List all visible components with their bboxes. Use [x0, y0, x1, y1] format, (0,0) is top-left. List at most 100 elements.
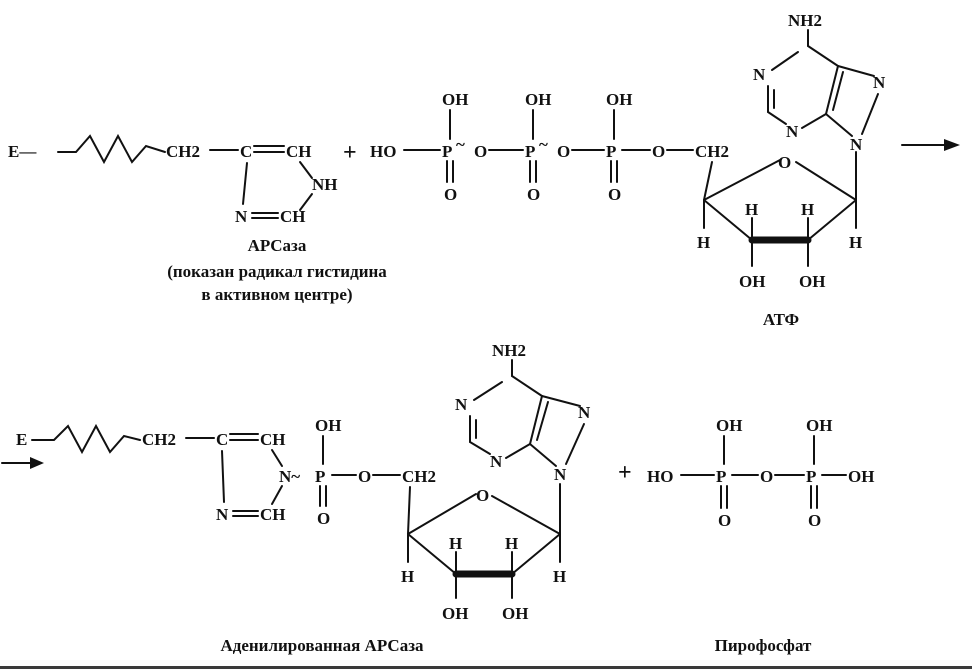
- atp-oh-c3-label: OH: [739, 272, 765, 291]
- adenylated-name: Аденилированная АРСаза: [220, 636, 424, 655]
- atp-h-c4-label: H: [697, 233, 710, 252]
- pyro-p1-label: P: [716, 467, 726, 486]
- atp-h-c3-label: H: [745, 200, 758, 219]
- adenylated-bond: [469, 441, 491, 455]
- pyrophosphate: HO P OH O O P OH O OH Пирофосфат: [647, 416, 874, 655]
- atp-o-bridge1-label: O: [474, 142, 487, 161]
- adenylated-ch-lower-label: CH: [260, 505, 286, 524]
- atp-bond: [832, 71, 844, 111]
- adenylated-o-p-label: O: [317, 509, 330, 528]
- adenylated-e-label: E: [16, 430, 27, 449]
- enzyme-ring-left: [242, 162, 248, 205]
- adenylated-bond: [407, 533, 457, 575]
- enzyme-histidine: E— CH2 C CH NH N CH APCаза (показан ради…: [8, 133, 387, 304]
- atp-o1-label: O: [444, 185, 457, 204]
- pyro-ho-label: HO: [647, 467, 673, 486]
- adenylated-oh-c3-label: OH: [442, 604, 468, 623]
- adenylated-p-label: P: [315, 467, 325, 486]
- atp-name: АТФ: [763, 310, 799, 329]
- atp-ch2-label: CH2: [695, 142, 729, 161]
- atp-bond: [703, 159, 781, 201]
- adenylated-oh-p-label: OH: [315, 416, 341, 435]
- adenylated-n-label: N: [216, 505, 229, 524]
- enzyme-c-label: C: [240, 142, 252, 161]
- atp-n7-label: N: [873, 73, 886, 92]
- atp-h-c2-label: H: [801, 200, 814, 219]
- adenylated-bond: [529, 395, 543, 445]
- adenylated-nh2-label: NH2: [492, 341, 526, 360]
- atp-bond: [825, 65, 839, 115]
- atp-p2-label: P: [525, 142, 535, 161]
- atp-oh-c2-label: OH: [799, 272, 825, 291]
- atp-p3-label: P: [606, 142, 616, 161]
- adenylated-n9-label: N: [554, 465, 567, 484]
- atp-bond: [771, 51, 799, 71]
- arrow-head: [30, 457, 44, 469]
- atp-tilde1-label: ~: [456, 135, 465, 154]
- atp-tilde2-label: ~: [539, 135, 548, 154]
- atp-o-ester-label: O: [652, 142, 665, 161]
- adenylated-h-c4-label: H: [401, 567, 414, 586]
- enzyme-ring-right-bottom: [299, 193, 313, 211]
- atp-p1-label: P: [442, 142, 452, 161]
- enzyme-chain-zigzag: [57, 133, 166, 165]
- enzyme-n-label: N: [235, 207, 248, 226]
- atp-ho-label: HO: [370, 142, 396, 161]
- atp-ring-o-label: O: [778, 153, 791, 172]
- reaction-arrow-out: [901, 139, 960, 151]
- atp-bond: [807, 199, 857, 241]
- adenylated-bond: [407, 493, 477, 535]
- atp-bond: [795, 161, 857, 201]
- atp-o3-label: O: [608, 185, 621, 204]
- pyro-oh1-label: OH: [716, 416, 742, 435]
- enzyme-ch2-label: CH2: [166, 142, 200, 161]
- enzyme-ch-label: CH: [286, 142, 312, 161]
- adenylated-bond: [511, 375, 543, 397]
- adenylated-ch2-label: CH2: [142, 430, 176, 449]
- enzyme-name: APCаза: [248, 236, 307, 255]
- adenylated-bond: [511, 533, 561, 575]
- adenylated-bond: [221, 450, 225, 503]
- enzyme-ch-lower-label: CH: [280, 207, 306, 226]
- adenylated-c-label: C: [216, 430, 228, 449]
- adenylated-bond: [536, 401, 549, 441]
- atp-o2-label: O: [527, 185, 540, 204]
- enzyme-note-line-2: в активном центре): [201, 285, 352, 304]
- adenylated-bond: [407, 486, 411, 535]
- enzyme-nh-label: NH: [312, 175, 338, 194]
- adenylated-o-ester-label: O: [358, 467, 371, 486]
- atp-molecule: HO P OH O ~ O P OH O ~ O P OH O O CH2 O: [370, 11, 886, 329]
- adenylated-bond: [271, 449, 283, 467]
- adenylated-bond: [505, 443, 531, 459]
- adenylated-h-c2-label: H: [505, 534, 518, 553]
- pyro-p2-label: P: [806, 467, 816, 486]
- adenylated-bond: [271, 485, 283, 505]
- enzyme-e-label: E—: [8, 142, 37, 161]
- adenylated-bond: [529, 443, 557, 467]
- atp-n9-label: N: [850, 135, 863, 154]
- adenylated-bond: [565, 423, 585, 465]
- arrow-head: [944, 139, 960, 151]
- adenylated-bond: [473, 381, 503, 401]
- pyrophosphate-name: Пирофосфат: [715, 636, 812, 655]
- plus-sign-bottom: +: [618, 460, 632, 486]
- pyro-oh-end-label: OH: [848, 467, 874, 486]
- atp-bond: [807, 45, 839, 67]
- adenylated-bond: [491, 495, 561, 535]
- atp-bond: [825, 113, 853, 137]
- reaction-arrow-in: [1, 457, 44, 469]
- adenylated-h-c3-label: H: [449, 534, 462, 553]
- adenylated-h-c1-label: H: [553, 567, 566, 586]
- pyro-o-bridge-label: O: [760, 467, 773, 486]
- plus-sign-top: +: [343, 140, 357, 166]
- adenylated-ch2-b-label: CH2: [402, 467, 436, 486]
- adenylated-enzyme: E CH2 C CH N~ N CH P OH O O CH2 O: [16, 341, 591, 655]
- atp-oh1-label: OH: [442, 90, 468, 109]
- atp-oh3-label: OH: [606, 90, 632, 109]
- atp-bond: [703, 161, 713, 201]
- enzyme-note-line-1: (показан радикал гистидина: [167, 262, 387, 281]
- enzyme-ring-right-top: [299, 161, 313, 179]
- atp-n1-label: N: [753, 65, 766, 84]
- adenylated-bond: [541, 395, 581, 407]
- atp-bond: [837, 65, 875, 77]
